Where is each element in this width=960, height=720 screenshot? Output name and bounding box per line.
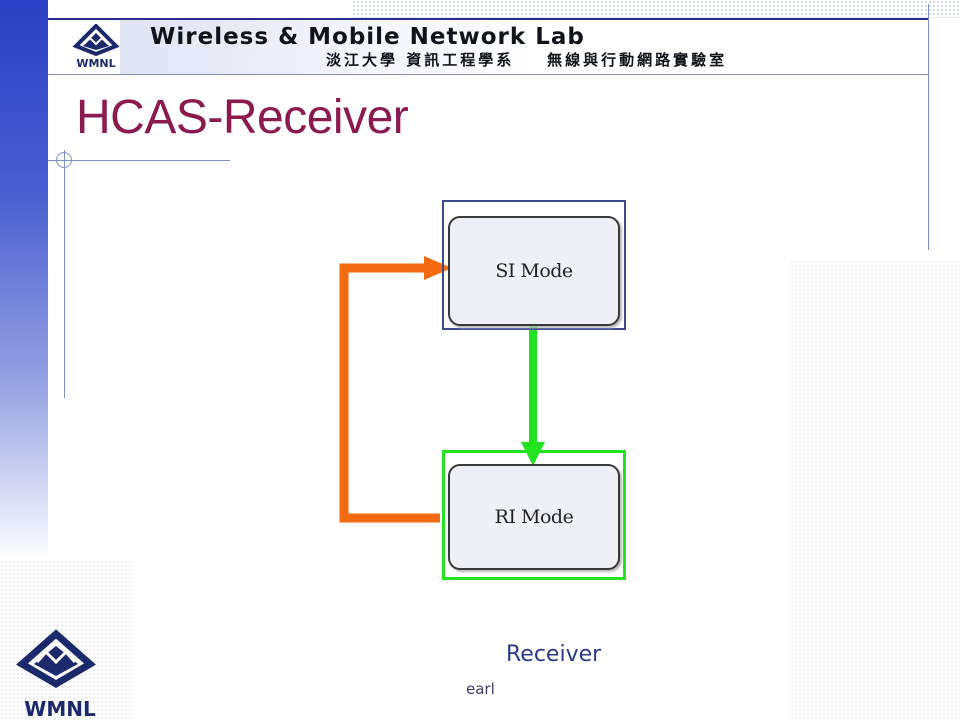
edge-si-to-ri <box>521 322 545 466</box>
decorative-circle <box>56 152 72 168</box>
left-accent-bar <box>0 0 48 560</box>
lab-name-chinese: 淡江大學 資訊工程學系 無線與行動網路實驗室 <box>326 51 728 69</box>
edge-ri-to-si-arrowhead <box>424 256 452 280</box>
lab-name: Wireless & Mobile Network Lab <box>150 24 585 50</box>
slide-title: HCAS-Receiver <box>76 91 409 144</box>
si-mode-frame <box>442 200 626 330</box>
decorative-line <box>48 160 230 161</box>
wmnl-header-logo: WMNL <box>72 24 120 70</box>
banner-border <box>48 74 928 75</box>
si-mode-node: SI Mode <box>448 216 620 326</box>
diagram-caption: Receiver <box>506 642 602 667</box>
dot-texture <box>790 260 960 720</box>
diagram-arrows <box>339 256 545 523</box>
edge-si-to-ri-arrowhead <box>521 442 545 466</box>
state-diagram: SI Mode RI Mode <box>300 190 660 600</box>
footer-logo-text: WMNL <box>24 697 96 720</box>
banner-border <box>48 18 928 20</box>
ri-mode-node: RI Mode <box>448 464 620 570</box>
ri-mode-label: RI Mode <box>494 506 574 528</box>
edge-ri-to-si <box>339 256 452 523</box>
ri-mode-frame <box>442 450 626 580</box>
footer-author: earl <box>466 680 495 698</box>
edge-ri-to-si-line <box>339 263 440 523</box>
decorative-line <box>64 150 65 398</box>
wmnl-footer-logo: WMNL <box>16 629 96 720</box>
dot-texture <box>352 0 960 18</box>
si-mode-label: SI Mode <box>495 260 573 282</box>
decorative-line <box>928 4 929 250</box>
banner-swoosh <box>120 18 740 74</box>
header-logo-text: WMNL <box>76 57 115 70</box>
